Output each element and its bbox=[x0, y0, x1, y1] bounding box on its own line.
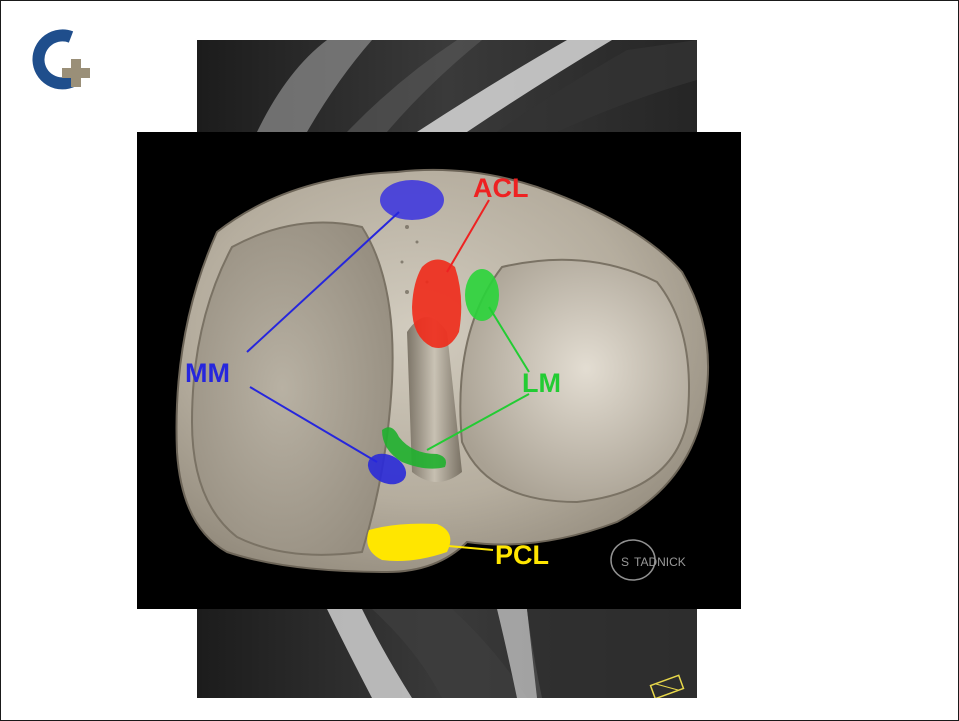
acl-attachment bbox=[412, 260, 461, 349]
stadnick-watermark: S TADNICK bbox=[611, 540, 686, 580]
label-lm: LM bbox=[522, 368, 561, 398]
medial-compartment bbox=[192, 223, 393, 555]
tibial-plateau-diagram: ACL MM LM PCL S TADNICK bbox=[137, 132, 741, 609]
watermark-initial: S bbox=[621, 555, 629, 569]
label-acl: ACL bbox=[473, 173, 529, 203]
medical-cross-logo-icon bbox=[31, 29, 97, 91]
watermark-text: TADNICK bbox=[634, 555, 686, 569]
label-mm: MM bbox=[185, 358, 230, 388]
label-pcl: PCL bbox=[495, 540, 549, 570]
mm-anterior-horn bbox=[380, 180, 444, 220]
